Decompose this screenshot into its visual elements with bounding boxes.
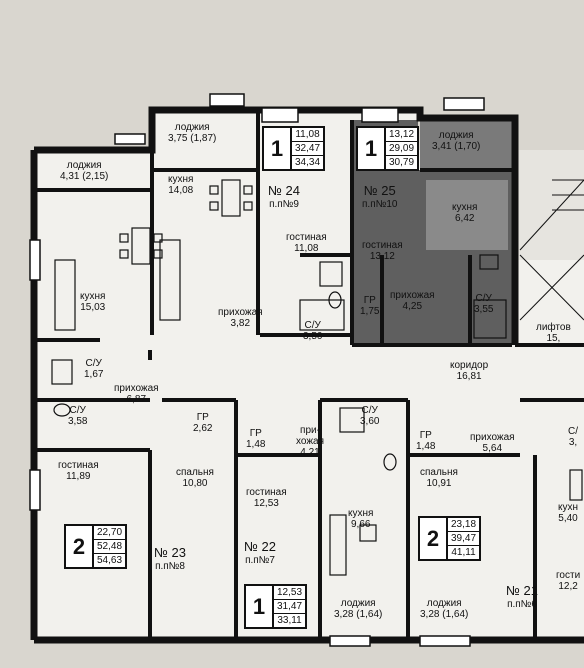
- stair-area: [518, 150, 584, 260]
- apartment-24-rooms: 1: [264, 128, 292, 169]
- apartment-23-rooms: 2: [66, 526, 94, 567]
- apartment-22-rooms: 1: [246, 586, 274, 627]
- apartment-21-rooms: 2: [420, 518, 448, 559]
- windows: [29, 93, 485, 647]
- room-bath-f: С/3,: [568, 426, 578, 448]
- apartment-25-rooms: 1: [358, 128, 386, 169]
- kitchen-25-highlight: [426, 180, 508, 250]
- inner-walls: [34, 110, 584, 640]
- furniture: [51, 179, 583, 576]
- stair-lines: [519, 179, 584, 321]
- loggia-25-highlight: [420, 118, 512, 170]
- floor-top-left: [152, 110, 262, 170]
